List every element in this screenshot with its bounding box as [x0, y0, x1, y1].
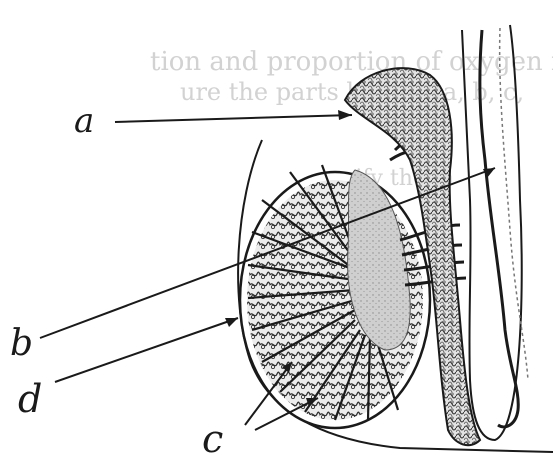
testis-body [240, 165, 430, 428]
leader-line-d [55, 318, 238, 382]
leader-line-a [115, 115, 352, 122]
label-c: c [202, 417, 223, 461]
background-text-line1: tion and proportion of oxygen in a [150, 47, 553, 77]
arrowhead-b [483, 168, 495, 178]
label-a: a [74, 101, 94, 141]
arrowhead-a [338, 110, 352, 120]
label-b: b [10, 323, 33, 364]
label-d: d [18, 377, 42, 421]
